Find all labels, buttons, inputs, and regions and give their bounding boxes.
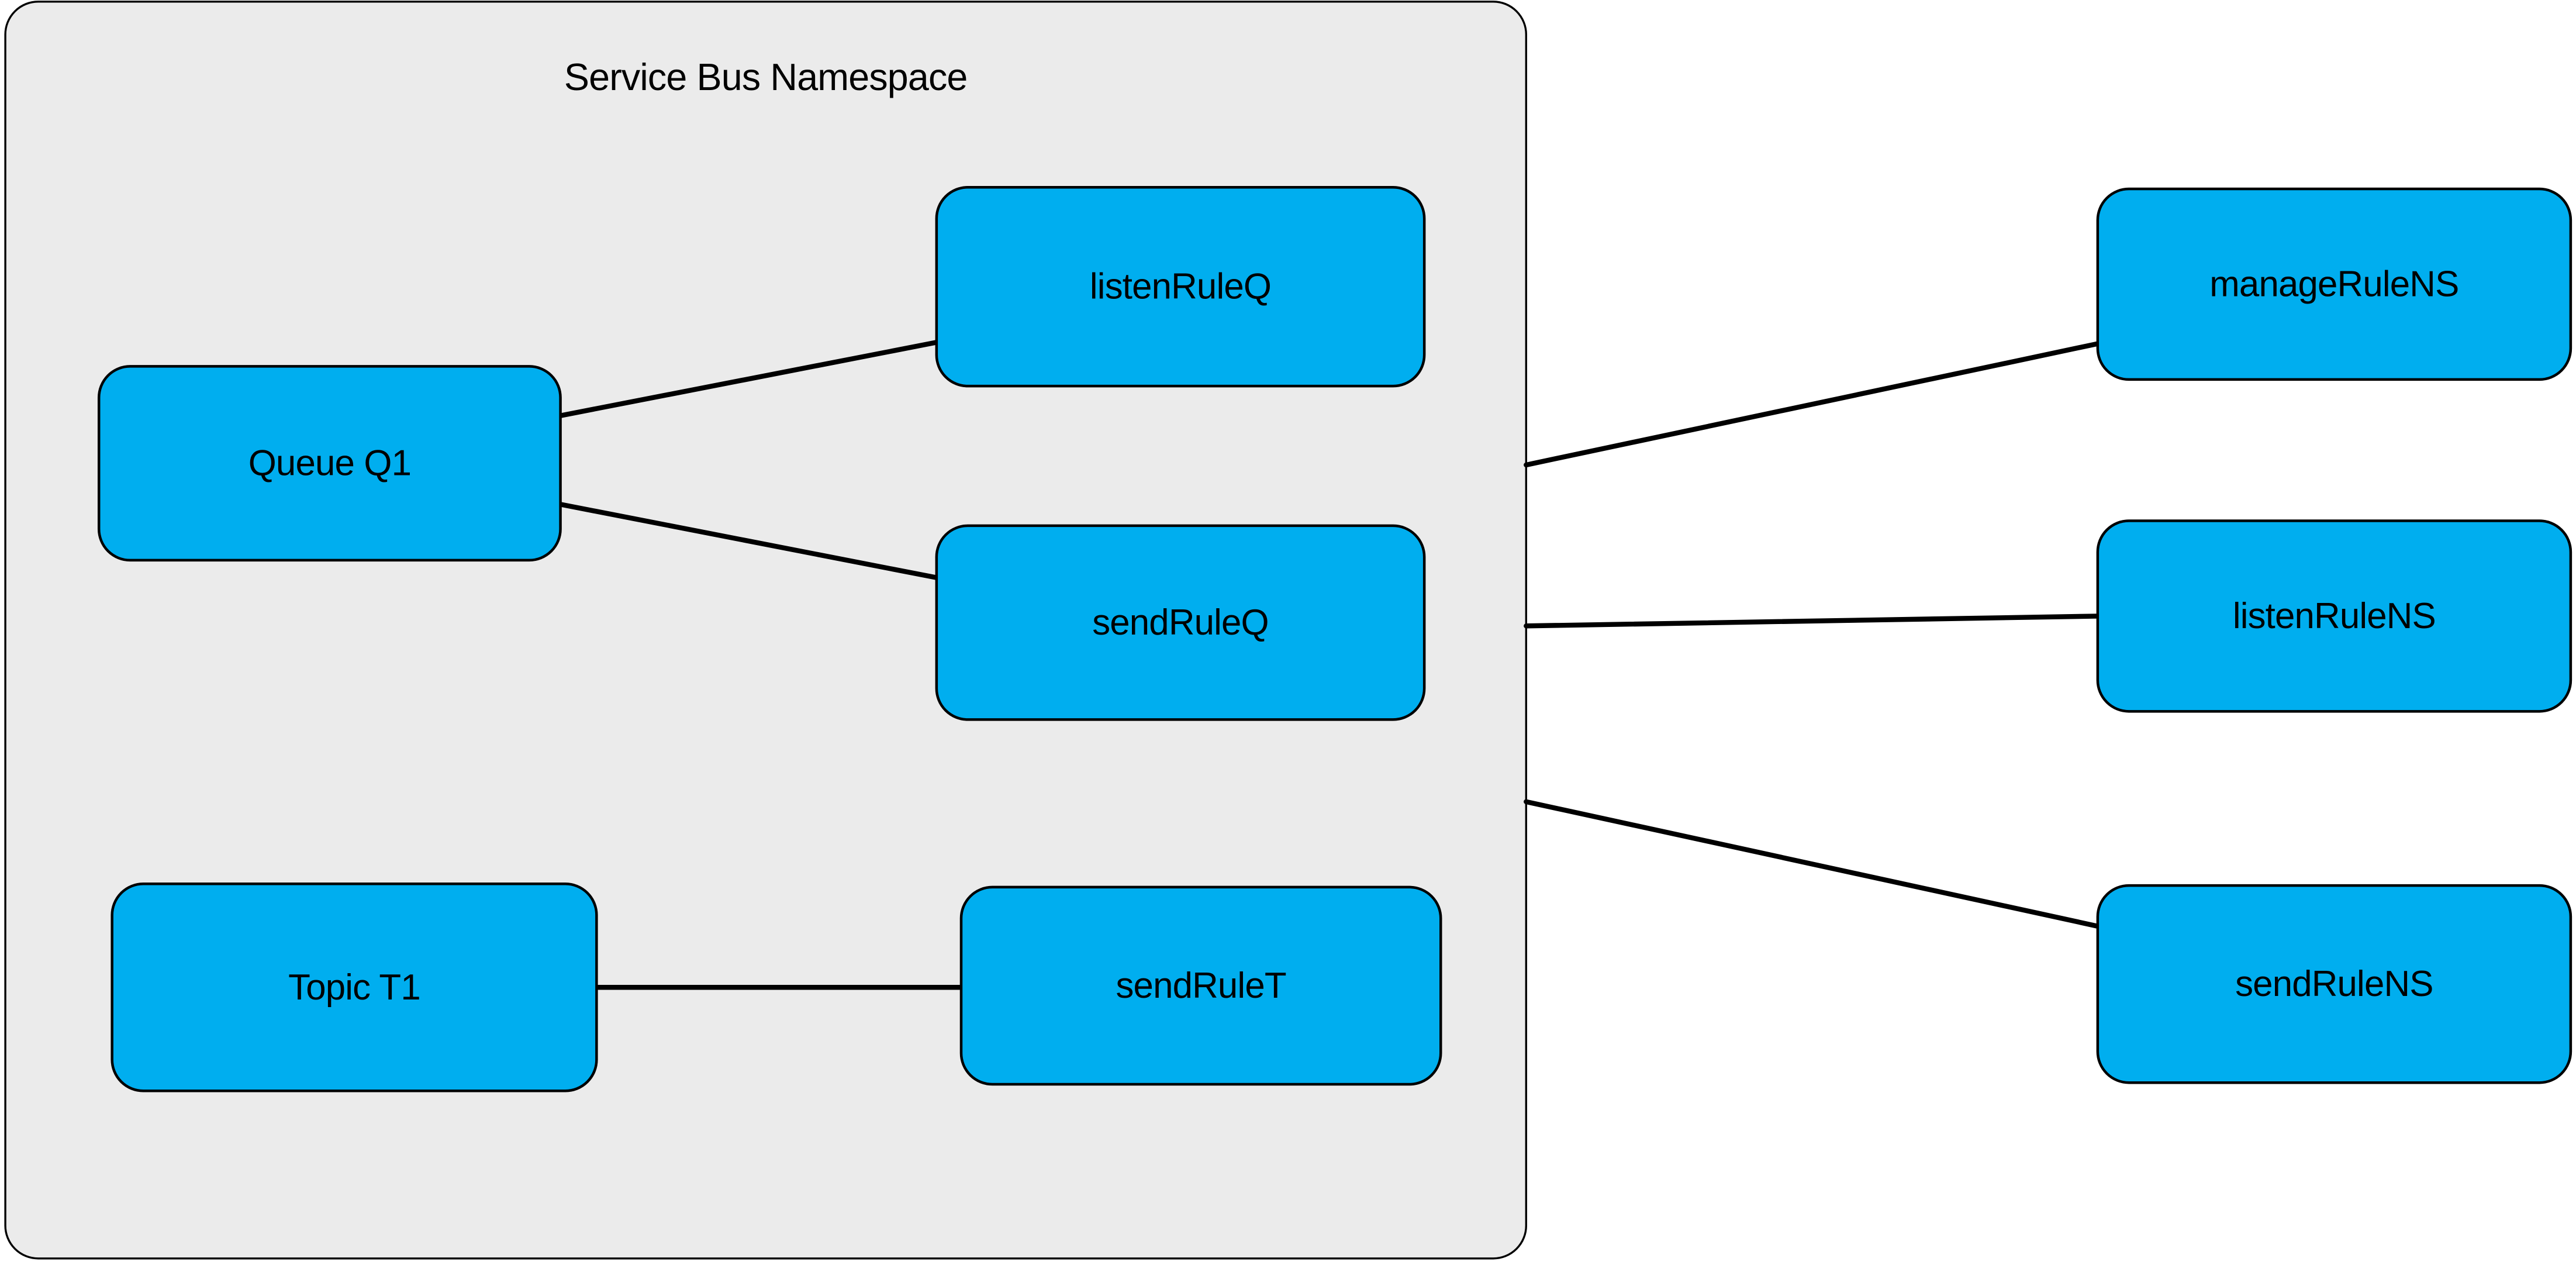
node-send-rule-t: sendRuleT	[959, 885, 1442, 1086]
connector-queue-q1-to-send-rule-q	[558, 502, 942, 581]
node-label-send-rule-q: sendRuleQ	[1092, 602, 1269, 643]
node-box-topic-t1	[111, 883, 598, 1092]
node-box-send-rule-q	[935, 524, 1426, 721]
connector-namespace-to-send-rule-ns	[1524, 799, 2102, 929]
node-label-send-rule-ns: sendRuleNS	[2235, 964, 2433, 1004]
connector-queue-q1-to-listen-rule-q	[558, 339, 942, 418]
node-label-topic-t1: Topic T1	[288, 967, 420, 1008]
node-box-send-rule-t	[959, 885, 1442, 1086]
node-listen-rule-q: listenRuleQ	[935, 185, 1426, 388]
node-label-listen-rule-ns: listenRuleNS	[2233, 596, 2436, 636]
node-queue-q1: Queue Q1	[97, 365, 562, 562]
node-label-listen-rule-q: listenRuleQ	[1090, 267, 1271, 307]
node-label-send-rule-t: sendRuleT	[1116, 966, 1286, 1006]
connector-namespace-to-listen-rule-ns	[1524, 613, 2102, 629]
node-send-rule-q: sendRuleQ	[935, 524, 1426, 721]
node-box-listen-rule-ns	[2096, 519, 2572, 713]
node-send-rule-ns: sendRuleNS	[2096, 884, 2572, 1084]
namespace-title: Service Bus Namespace	[564, 56, 968, 98]
node-listen-rule-ns: listenRuleNS	[2096, 519, 2572, 713]
node-label-queue-q1: Queue Q1	[248, 443, 411, 484]
connector-namespace-to-manage-rule-ns	[1524, 340, 2102, 468]
node-box-queue-q1	[97, 365, 562, 562]
node-box-manage-rule-ns	[2096, 187, 2572, 381]
node-topic-t1: Topic T1	[111, 883, 598, 1092]
node-manage-rule-ns: manageRuleNS	[2096, 187, 2572, 381]
node-box-send-rule-ns	[2096, 884, 2572, 1084]
node-box-listen-rule-q	[935, 185, 1426, 388]
node-label-manage-rule-ns: manageRuleNS	[2209, 264, 2458, 304]
